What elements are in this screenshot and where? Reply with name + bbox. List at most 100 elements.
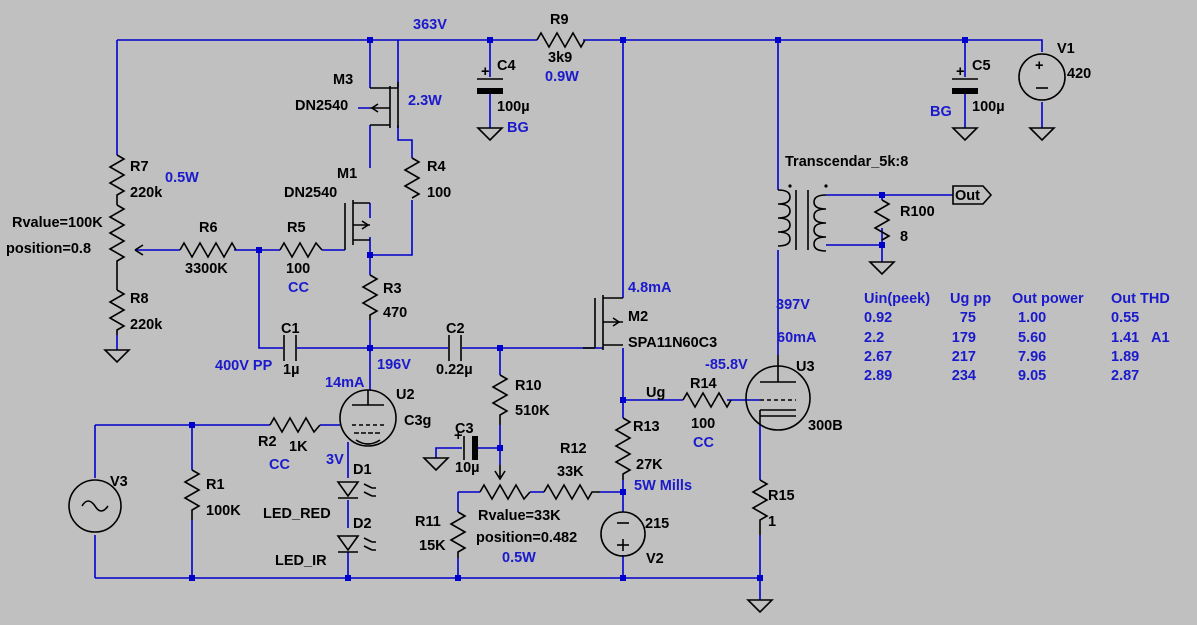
r3-value: 470 <box>383 305 407 321</box>
c3-value: 10µ <box>455 460 479 476</box>
table-cell: 2.67 <box>864 349 892 365</box>
r4-ref: R4 <box>427 159 446 175</box>
v1-ref: V1 <box>1057 41 1075 57</box>
table-cell: 1.00 <box>1018 310 1046 326</box>
m2-current: 4.8mA <box>628 280 672 296</box>
r9-resistor <box>536 31 586 49</box>
r100-ref: R100 <box>900 204 935 220</box>
table-cell: 7.96 <box>1018 349 1046 365</box>
m3-power: 2.3W <box>408 93 442 109</box>
r14-ref: R14 <box>690 376 717 392</box>
r15-value: 1 <box>768 514 776 530</box>
d2-ref: D2 <box>353 516 372 532</box>
r4-value: 100 <box>427 185 451 201</box>
r4-resistor <box>403 157 421 199</box>
svg-text:+: + <box>481 64 489 80</box>
r12-value: 33K <box>557 464 584 480</box>
c5-type: BG <box>930 104 952 120</box>
r15-ref: R15 <box>768 488 795 504</box>
table-header: Out power <box>1012 291 1084 307</box>
r3-ref: R3 <box>383 281 402 297</box>
r2-value: 1K <box>289 439 308 455</box>
r2-ref: R2 <box>258 434 277 450</box>
m1-mosfet <box>344 200 370 250</box>
pot1-potentiometer <box>108 204 126 290</box>
table-header: Out THD <box>1111 291 1170 307</box>
r5-type: CC <box>288 280 309 296</box>
pot2-potentiometer <box>479 483 531 501</box>
table-cell: 2.87 <box>1111 368 1139 384</box>
pot2-position: position=0.482 <box>476 530 577 546</box>
wires <box>94 39 1043 600</box>
m3-ref: M3 <box>333 72 353 88</box>
table-cell: 0.92 <box>864 310 892 326</box>
table-cell: 9.05 <box>1018 368 1046 384</box>
table-cell: 1.89 <box>1111 349 1139 365</box>
r5-resistor <box>279 241 323 259</box>
table-header: Uin(peek) <box>864 291 930 307</box>
r6-ref: R6 <box>199 220 218 236</box>
c1-type: 400V PP <box>215 358 273 374</box>
c5-capacitor: + <box>952 64 978 94</box>
r10-value: 510K <box>515 403 550 419</box>
r11-value: 15K <box>419 538 446 554</box>
c1-value: 1µ <box>283 362 299 378</box>
ground-icon <box>746 599 774 614</box>
v1-value: 420 <box>1067 66 1091 82</box>
m2-ref: M2 <box>628 309 648 325</box>
svg-text:+: + <box>1035 58 1043 74</box>
r11-ref: R11 <box>415 514 441 530</box>
r10-resistor <box>491 374 509 425</box>
r5-ref: R5 <box>287 220 306 236</box>
m1-ref: M1 <box>337 166 357 182</box>
r2-resistor <box>269 416 321 434</box>
u2-plate-voltage: 196V <box>377 357 411 373</box>
v3-ref: V3 <box>110 474 128 490</box>
r13-ref: R13 <box>633 419 660 435</box>
r2-type: CC <box>269 457 290 473</box>
d2-part: LED_IR <box>275 553 327 569</box>
u3-plate-voltage: 397V <box>776 297 810 313</box>
m3-part: DN2540 <box>295 98 348 114</box>
r7-resistor <box>108 154 126 205</box>
c5-ref: C5 <box>972 58 991 74</box>
out-label: Out <box>955 188 980 204</box>
m3-mosfet <box>370 82 399 128</box>
c1-capacitor <box>283 335 297 361</box>
b-plus-voltage: 363V <box>413 17 447 33</box>
u2-current: 14mA <box>325 375 365 391</box>
u3-current: 60mA <box>777 330 817 346</box>
results-table: Uin(peek) Ug pp Out power Out THD 0.92 7… <box>864 291 1170 384</box>
ground-icon <box>951 127 979 142</box>
u2-triode <box>339 389 397 447</box>
table-cell: 2.89 <box>864 368 892 384</box>
pot2-rvalue: Rvalue=33K <box>478 508 561 524</box>
ground-icon <box>422 457 450 472</box>
svg-text:+: + <box>454 428 462 444</box>
transformer-part: Transcendar_5k:8 <box>785 154 908 170</box>
ground-icon <box>868 261 896 276</box>
ground-icon <box>103 349 131 364</box>
r11-resistor <box>449 511 467 558</box>
r13-value: 27K <box>636 457 663 473</box>
c4-value: 100µ <box>497 99 530 115</box>
r7-ref: R7 <box>130 159 149 175</box>
r100-resistor <box>873 199 891 241</box>
ug-voltage: -85.8V <box>705 357 748 373</box>
transformer <box>777 184 828 252</box>
c3-ref: C3 <box>455 421 474 437</box>
ground-icon <box>1028 127 1056 142</box>
table-header: Ug pp <box>950 291 991 307</box>
d1-part: LED_RED <box>263 506 331 522</box>
d1-ref: D1 <box>353 462 372 478</box>
v2-voltage-source <box>600 511 646 557</box>
ug-label: Ug <box>646 385 665 401</box>
v2-value: 215 <box>645 516 669 532</box>
table-cell: 5.60 <box>1018 330 1046 346</box>
r14-resistor <box>682 391 732 409</box>
table-cell: 179 <box>952 330 976 346</box>
u2-cathode-voltage: 3V <box>326 452 344 468</box>
c4-type: BG <box>507 120 529 136</box>
r9-value: 3k9 <box>548 50 572 66</box>
